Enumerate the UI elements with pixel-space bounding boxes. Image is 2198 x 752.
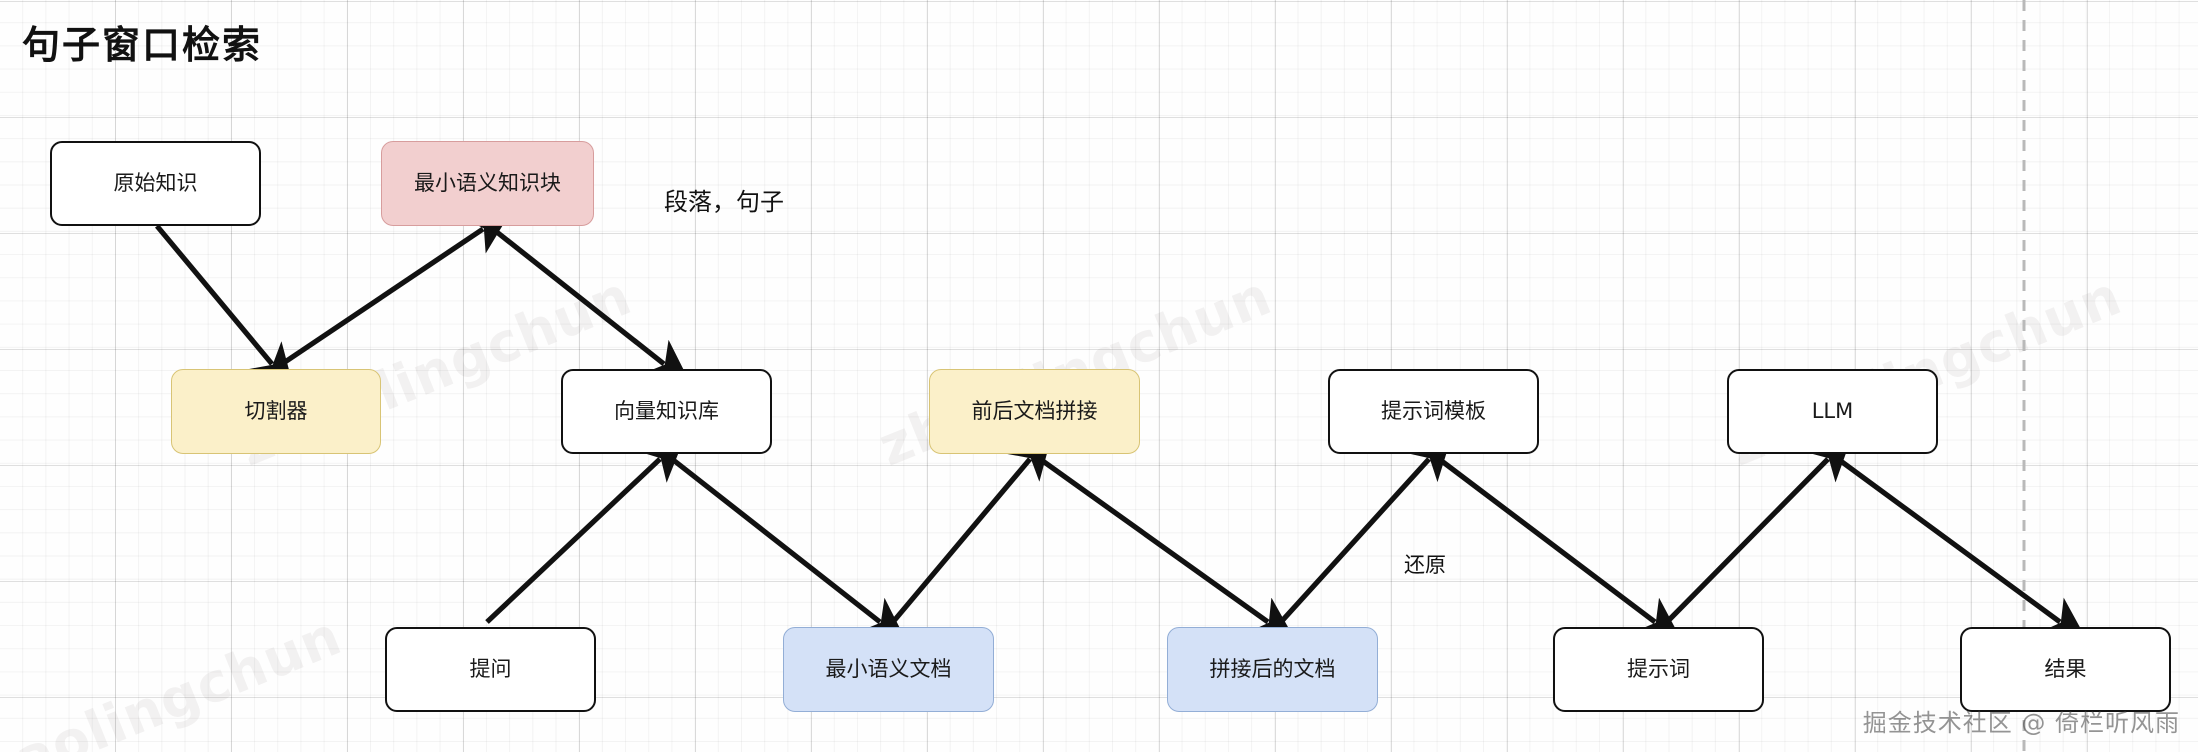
edge-question-to-vector_store <box>485 434 686 624</box>
node-prompt[interactable]: 提示词 <box>1553 627 1764 712</box>
node-question[interactable]: 提问 <box>385 627 596 712</box>
edge-prompt_template-to-prompt <box>1437 456 1684 644</box>
node-min_sem_chunk[interactable]: 最小语义知识块 <box>381 141 594 226</box>
node-label: 向量知识库 <box>614 399 719 424</box>
node-llm[interactable]: LLM <box>1727 369 1938 454</box>
node-result[interactable]: 结果 <box>1960 627 2171 712</box>
edge-doc_concat-to-concat_doc <box>1038 456 1297 643</box>
node-label: 前后文档拼接 <box>971 399 1098 424</box>
footer-watermark: 掘金技术社区 @ 倚栏听风雨 <box>1862 709 2180 737</box>
edge-raw_knowledge-to-splitter <box>155 224 295 392</box>
edge-concat_doc-to-prompt_template <box>1279 432 1453 624</box>
node-vector_store[interactable]: 向量知识库 <box>561 369 772 454</box>
node-label: 切割器 <box>244 399 308 424</box>
node-label: 原始知识 <box>113 171 198 196</box>
node-label: 最小语义知识块 <box>414 171 561 196</box>
node-label: LLM <box>1811 399 1854 424</box>
edge-llm-to-result <box>1836 456 2089 643</box>
node-concat_doc[interactable]: 拼接后的文档 <box>1167 627 1378 712</box>
label-restore: 还原 <box>1404 553 1446 577</box>
node-label: 结果 <box>2044 657 2087 682</box>
page-title: 句子窗口检索 <box>22 23 263 67</box>
node-label: 提示词模板 <box>1381 399 1486 424</box>
node-min_sem_doc[interactable]: 最小语义文档 <box>783 627 994 712</box>
label-paragraph_sentence: 段落，句子 <box>664 188 784 216</box>
node-label: 拼接后的文档 <box>1209 657 1336 682</box>
node-label: 提示词 <box>1627 657 1690 682</box>
edge-min_sem_doc-to-doc_concat <box>891 431 1053 624</box>
edge-vector_store-to-min_sem_doc <box>670 456 908 644</box>
node-splitter[interactable]: 切割器 <box>171 369 381 454</box>
node-doc_concat[interactable]: 前后文档拼接 <box>929 369 1140 454</box>
edge-prompt-to-llm <box>1665 433 1853 624</box>
edge-splitter-to-min_sem_chunk <box>280 209 513 367</box>
node-prompt_template[interactable]: 提示词模板 <box>1328 369 1539 454</box>
node-label: 最小语义文档 <box>825 657 952 682</box>
node-raw_knowledge[interactable]: 原始知识 <box>50 141 261 226</box>
edge-min_sem_chunk-to-vector_store <box>491 226 692 386</box>
node-label: 提问 <box>469 657 512 682</box>
